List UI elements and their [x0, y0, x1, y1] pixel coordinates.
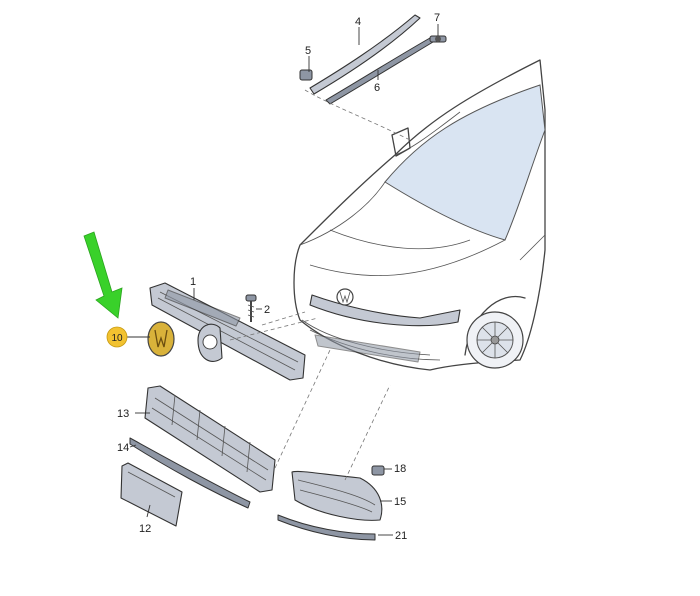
part-7-screw	[429, 35, 447, 43]
leader-lines	[126, 24, 439, 536]
callout-labels: 1 2 4 5 6 7 10 12 13 14 15 18 21	[106, 12, 440, 542]
callout-10: 10	[111, 333, 123, 344]
callout-2: 2	[264, 304, 270, 316]
callout-1: 1	[190, 276, 196, 288]
part-15-side-grille	[291, 470, 383, 521]
part-4-roof-seal-strip	[309, 14, 421, 95]
part-10-vw-emblem	[147, 321, 175, 357]
callout-15: 15	[394, 496, 406, 508]
part-5-clip	[299, 69, 313, 81]
callout-21: 21	[395, 530, 407, 542]
part-1-upper-grille	[149, 282, 306, 381]
part-14-trim-strip	[129, 437, 251, 509]
part-12-license-plate-bracket	[120, 462, 183, 527]
part-13-lower-grille	[144, 385, 276, 493]
part-18-clip	[371, 465, 385, 476]
part-21-trim	[277, 514, 376, 541]
callout-10-highlighted: 10	[106, 326, 128, 348]
callout-6: 6	[374, 82, 380, 94]
callout-4: 4	[355, 16, 361, 28]
callout-5: 5	[305, 45, 311, 57]
highlight-arrow	[83, 231, 123, 319]
part-2-screw	[245, 294, 257, 322]
callout-14: 14	[117, 442, 129, 454]
callout-13: 13	[117, 408, 129, 420]
callout-7: 7	[434, 12, 440, 24]
emblem-bracket	[197, 323, 223, 362]
callout-12: 12	[139, 523, 151, 535]
callout-18: 18	[394, 463, 406, 475]
car-front-illustration	[293, 59, 546, 371]
